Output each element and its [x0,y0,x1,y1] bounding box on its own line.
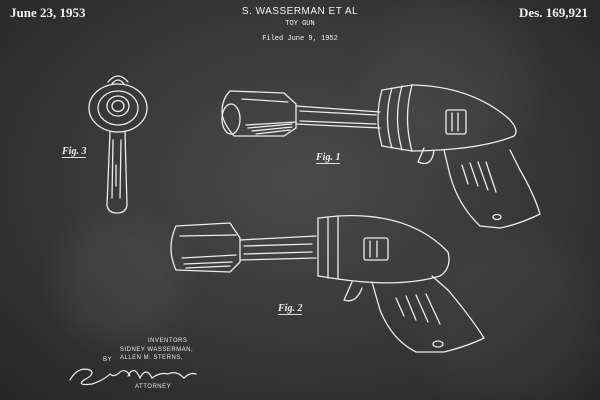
fig3-label-text: Fig. 3 [62,146,87,158]
inventors-heading: INVENTORS [148,338,188,344]
fig1-side-view [221,84,541,229]
fig3-front-view [88,75,148,214]
fig2-label: Fig. 2 [278,303,303,315]
inventor-name-1: SIDNEY WASSERMAN, [120,347,194,353]
fig2-label-text: Fig. 2 [278,303,303,315]
inventor-name-2: ALLEN M. STERNS, [120,355,184,361]
fig2-perspective-view [170,214,485,353]
attorney-label: ATTORNEY [135,384,172,390]
inventor-title: S. WASSERMAN ET AL [241,6,359,17]
patent-date: June 23, 1953 [10,5,86,20]
fig1-label-text: Fig. 1 [316,152,341,164]
fig1-label: Fig. 1 [316,152,341,164]
fig3-label: Fig. 3 [62,146,87,158]
design-number: Des. 169,921 [519,5,588,20]
filed-date: Filed June 9, 1952 [262,35,338,43]
patent-subject: TOY GUN [285,20,315,28]
by-label: BY [103,357,113,363]
